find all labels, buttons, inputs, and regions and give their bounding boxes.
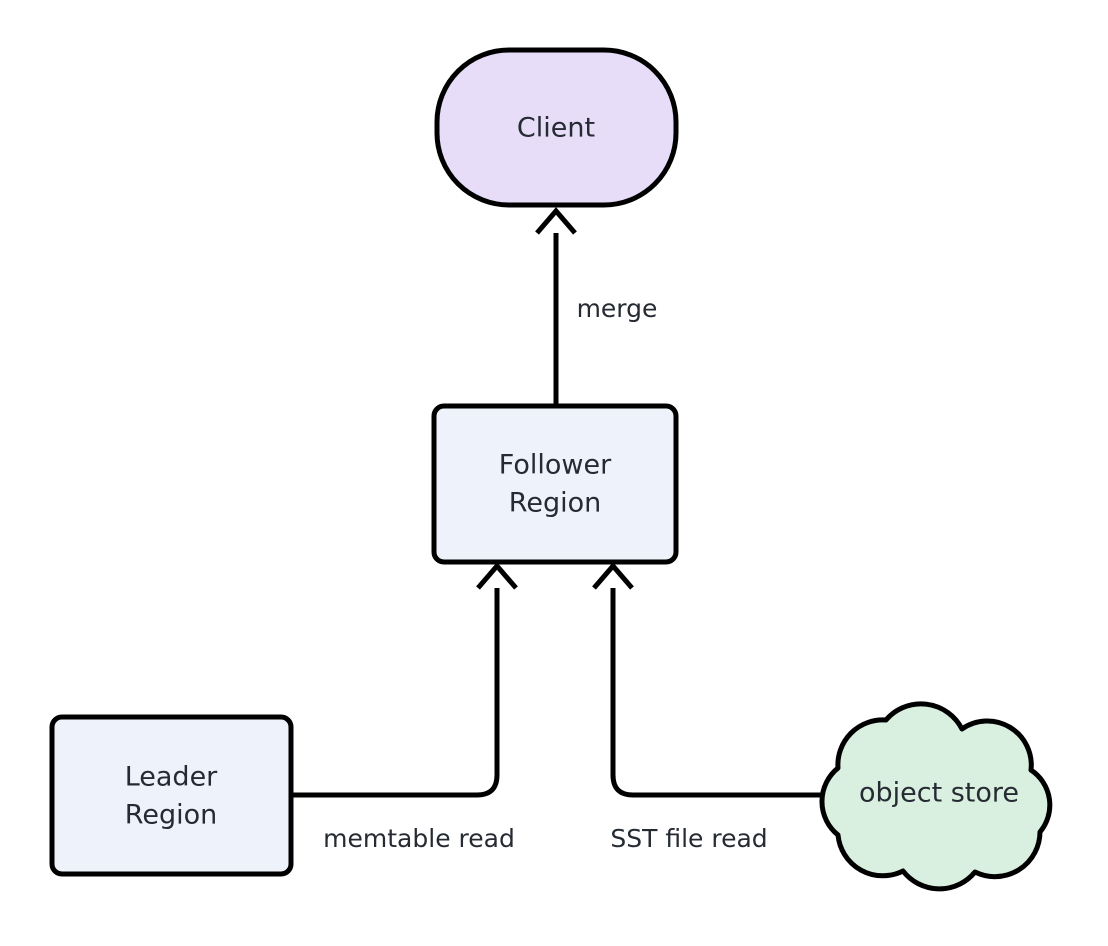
edge-objectstore-to-follower — [592, 562, 824, 798]
edge-objectstore-to-follower-path — [610, 588, 824, 798]
follower-region-label-line2: Region — [509, 488, 601, 519]
edge-follower-to-client — [535, 207, 577, 406]
follower-region-label-line1: Follower — [499, 450, 612, 481]
object-store-cloud-shape — [819, 701, 1053, 892]
node-leader-region[interactable]: Leader Region — [49, 714, 294, 877]
object-store-label: object store — [859, 778, 1019, 809]
leader-region-label-line1: Leader — [125, 762, 218, 793]
edge-leader-to-follower-path — [291, 588, 500, 798]
edge-label-memtable-read: memtable read — [323, 824, 515, 853]
edge-objectstore-to-follower-arrowhead — [592, 562, 634, 590]
edge-follower-to-client-arrowhead — [535, 207, 577, 235]
node-client[interactable]: Client — [434, 47, 679, 208]
node-follower-region[interactable]: Follower Region — [431, 403, 679, 565]
follower-region-shape — [431, 403, 679, 565]
leader-region-shape — [49, 714, 294, 877]
edge-label-merge: merge — [577, 294, 658, 323]
edge-leader-to-follower — [291, 562, 518, 798]
edge-label-sst-file-read: SST file read — [610, 824, 767, 853]
client-shape — [434, 47, 679, 208]
node-object-store[interactable]: object store — [819, 701, 1053, 892]
edge-leader-to-follower-arrowhead — [476, 562, 518, 590]
client-label: Client — [517, 113, 595, 144]
leader-region-label-line2: Region — [125, 800, 217, 831]
